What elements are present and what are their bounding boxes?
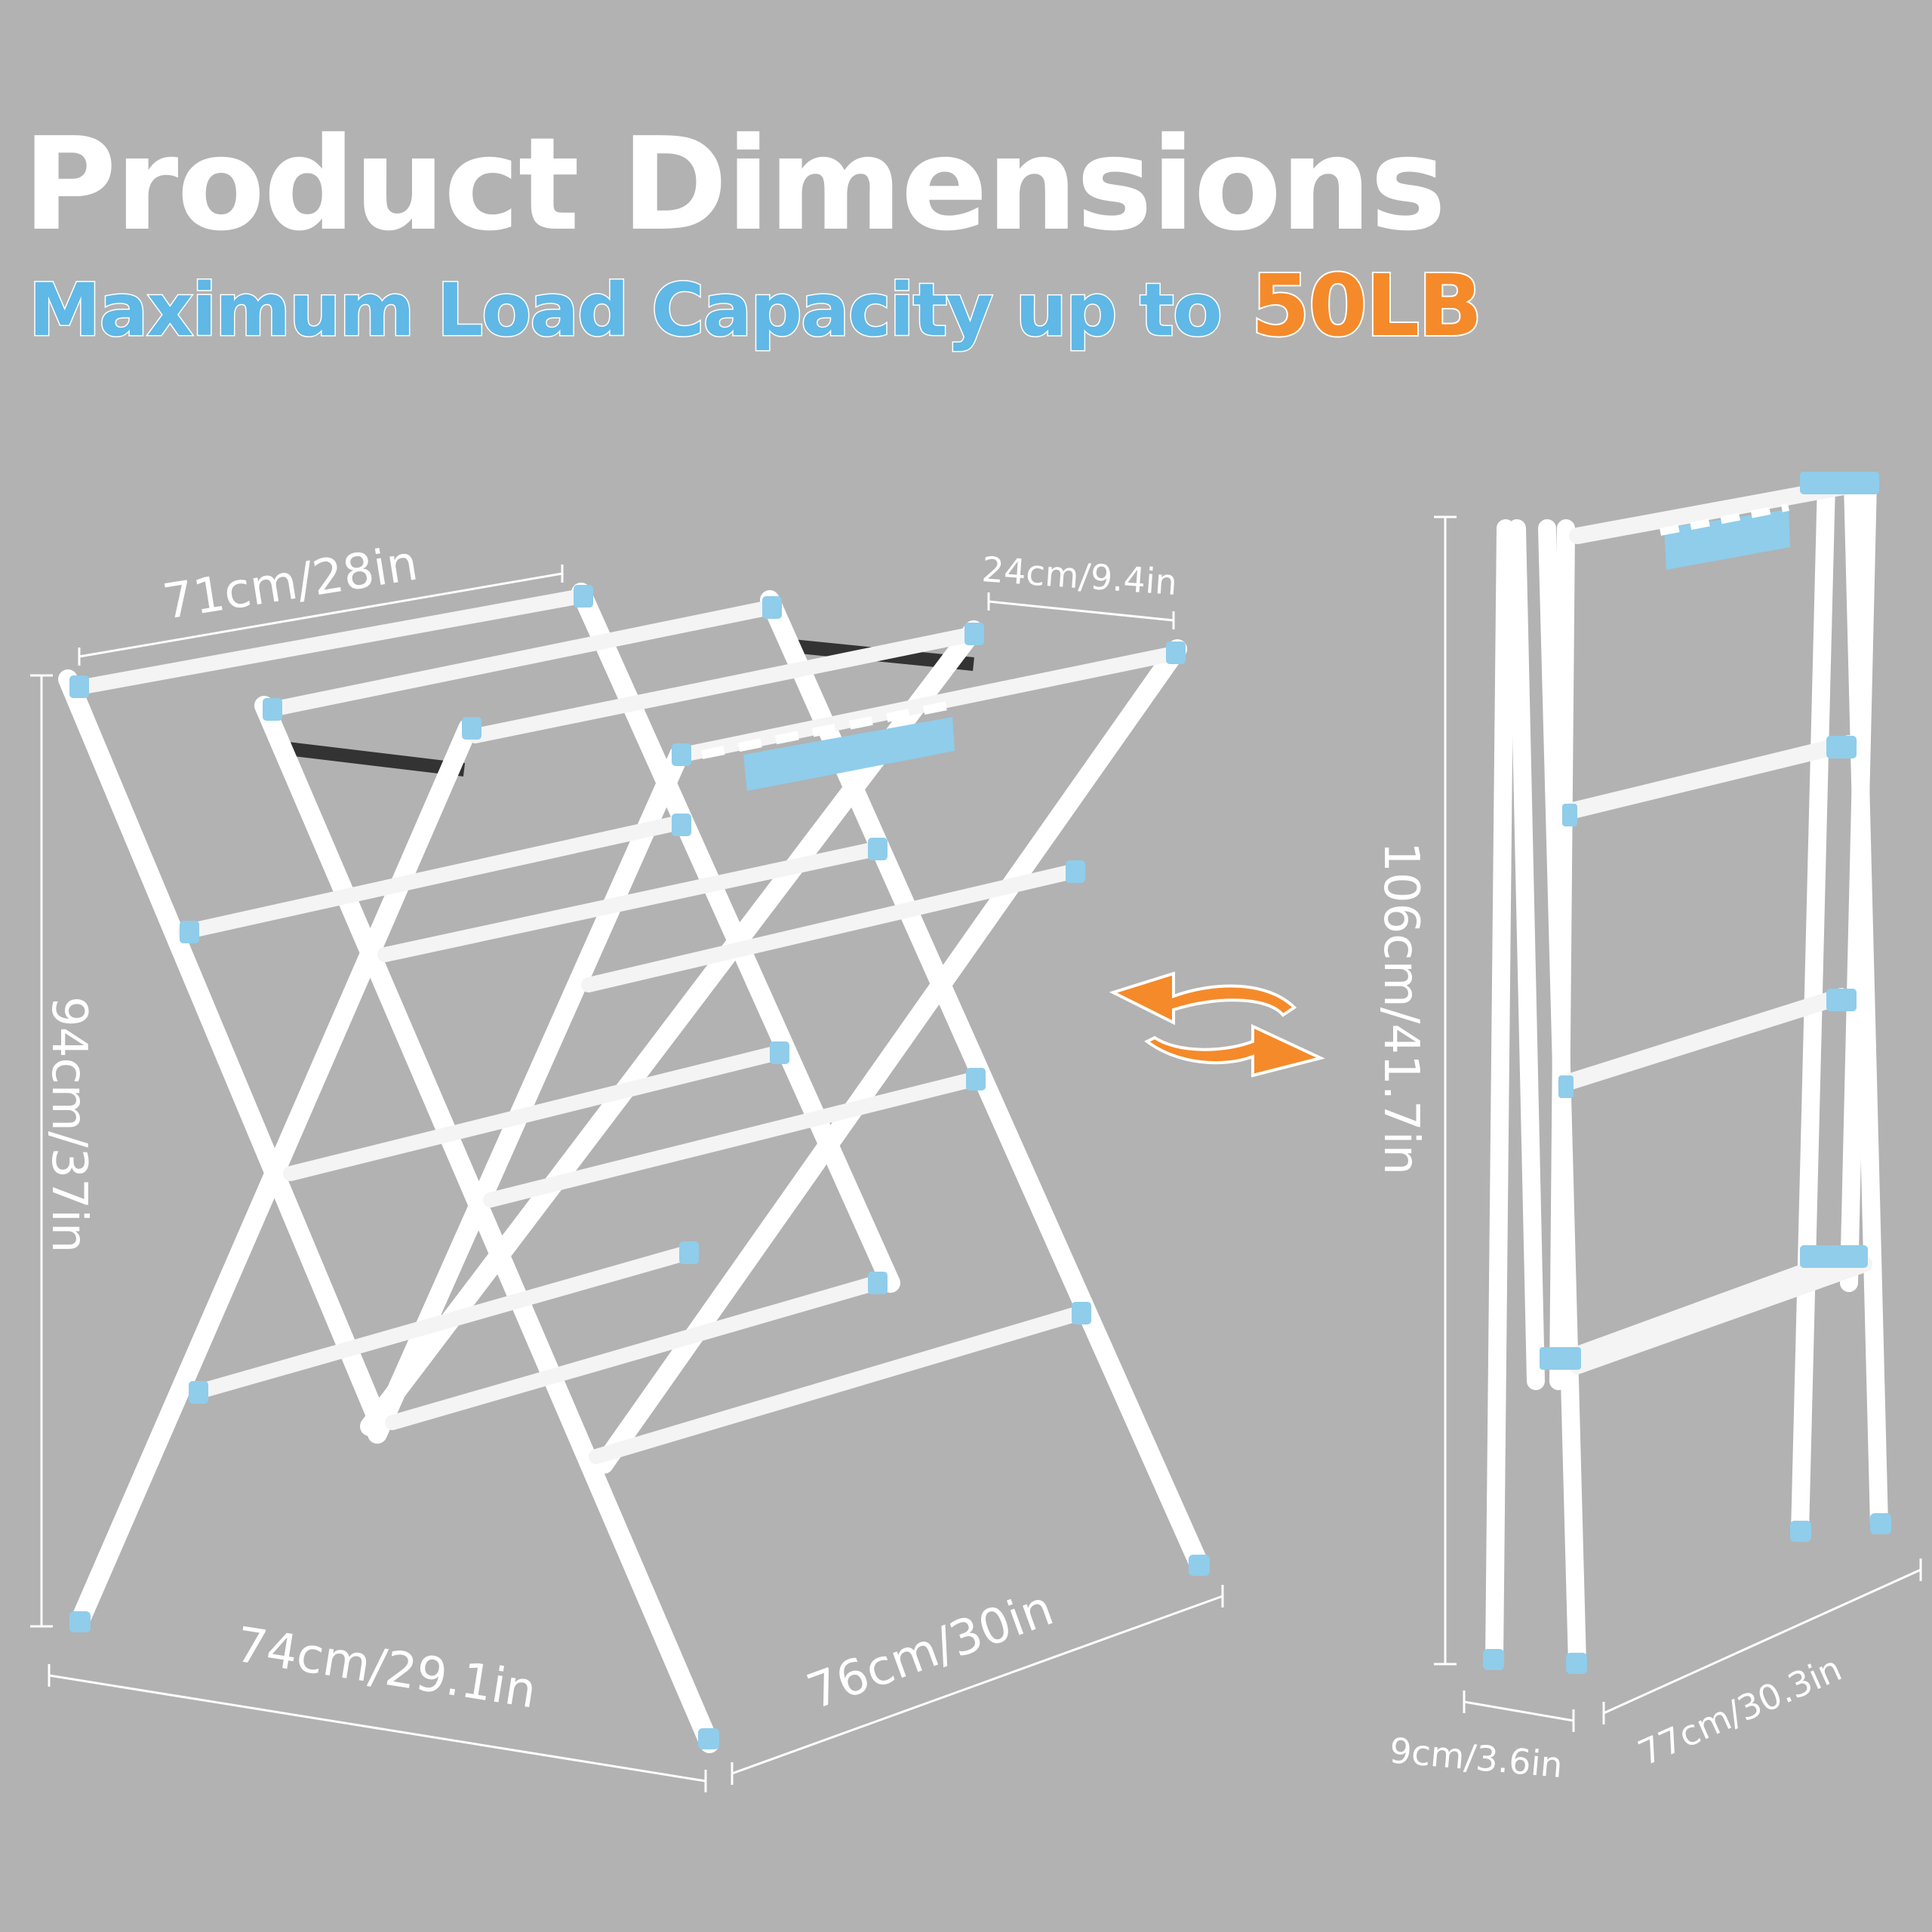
folded-sock-clip-bar bbox=[1660, 503, 1790, 570]
dim-base-length: 74cm/29.1in bbox=[232, 1617, 540, 1720]
dim-height: 94cm/37in bbox=[41, 996, 97, 1253]
sock-clip-bar bbox=[700, 701, 955, 791]
load-capacity-label: Maximum Load Capacity up to bbox=[28, 268, 1224, 352]
swap-arrows-icon bbox=[1109, 971, 1325, 1078]
expanded-dimension-lines bbox=[30, 565, 1224, 1792]
folded-dimension-lines bbox=[1434, 515, 1922, 1732]
dim-folded-thickness: 9cm/3.6in bbox=[1388, 1730, 1564, 1786]
support-strap bbox=[274, 740, 466, 777]
folded-drying-rack bbox=[1434, 472, 1922, 1732]
dim-top-length: 71cm/28in bbox=[159, 535, 422, 630]
load-capacity-value: 50LB bbox=[1250, 257, 1484, 355]
folded-legs bbox=[1485, 474, 1888, 1673]
expanded-drying-rack bbox=[30, 565, 1224, 1792]
folded-connectors bbox=[1483, 472, 1891, 1674]
rack-feet bbox=[69, 1555, 1210, 1749]
dim-folded-width: 77cm/30.3in bbox=[1632, 1647, 1848, 1774]
rod-connectors bbox=[69, 585, 1186, 1404]
page-title: Product Dimensions bbox=[23, 110, 1446, 260]
drying-rods bbox=[75, 589, 1185, 1464]
dim-top-width: 24cm/9.4in bbox=[980, 549, 1178, 603]
dim-base-width: 76cm/30in bbox=[800, 1580, 1060, 1721]
dim-folded-height: 106cm/41.7in bbox=[1373, 841, 1429, 1175]
folded-rods bbox=[1558, 475, 1872, 1374]
